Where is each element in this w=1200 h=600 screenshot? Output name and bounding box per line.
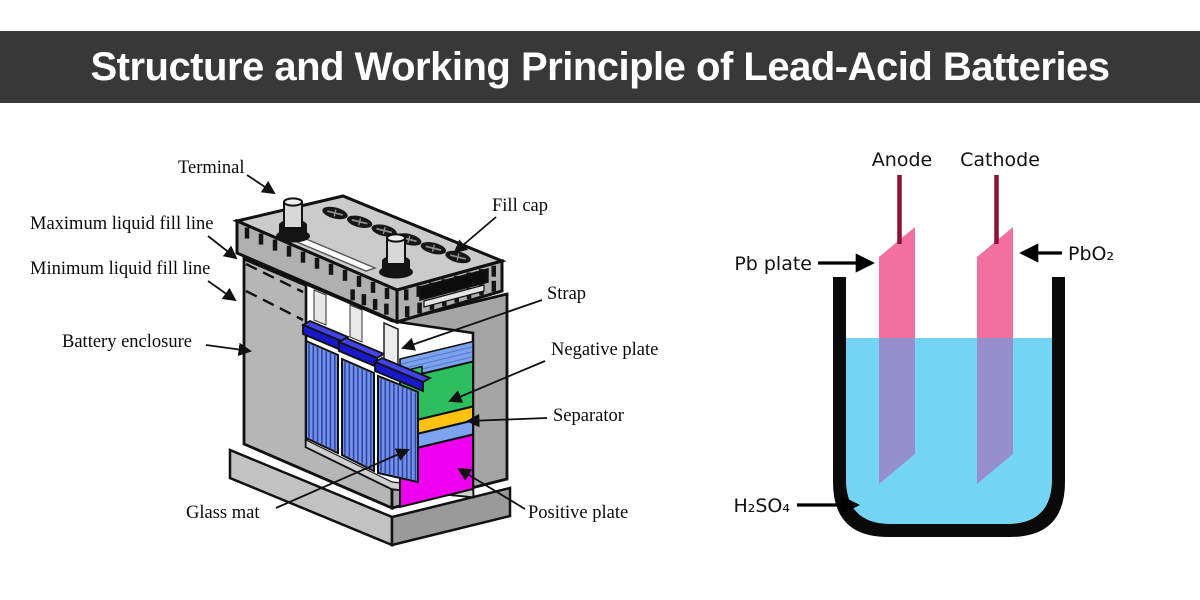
fill-cap-slot: [333, 209, 337, 217]
separator-callout: [465, 413, 548, 428]
anode-plate: [879, 227, 915, 338]
enclosure-callout: [205, 342, 253, 357]
label-min-fill: Minimum liquid fill line: [30, 259, 210, 279]
min-fill-callout: [207, 280, 237, 302]
fill-cap: [445, 250, 471, 264]
label-max-fill: Maximum liquid fill line: [30, 214, 213, 234]
label-anode: Anode: [872, 149, 932, 171]
label-positive-plate: Positive plate: [528, 503, 628, 523]
label-terminal: Terminal: [178, 158, 245, 178]
battery-lid: [232, 194, 507, 325]
battery-diagram: Terminal Maximum liquid fill line Minimu…: [30, 158, 658, 547]
fill-cap-slot: [382, 226, 386, 235]
strap-callout: [401, 299, 543, 351]
lid-handle-stripe: [423, 284, 485, 308]
strap-post: [383, 321, 399, 367]
cathode-plate: [977, 227, 1013, 338]
electrolyte-liquid: [846, 338, 1052, 524]
label-pbo2: PbO₂: [1068, 243, 1114, 265]
fill-cap-slot: [358, 218, 362, 226]
fill-cap-callout: [453, 216, 497, 254]
negative-plate-callout: [448, 360, 546, 403]
positive-plate-callout: [457, 467, 526, 510]
label-cathode: Cathode: [960, 149, 1040, 171]
terminal-top: [283, 197, 303, 207]
label-glass-mat: Glass mat: [186, 503, 260, 523]
cathode-plate-submerged: [977, 338, 1013, 484]
plate-strap-3: [374, 360, 424, 393]
label-strap: Strap: [547, 284, 586, 304]
label-enclosure: Battery enclosure: [62, 332, 192, 352]
label-h2so4: H₂SO₄: [733, 495, 790, 517]
fill-cap-slot: [407, 235, 411, 244]
interior-post-2: [349, 304, 363, 343]
terminal-post-right: [379, 233, 413, 279]
interior-post-1: [313, 289, 327, 326]
fill-cap-slot: [456, 253, 460, 261]
fill-cap: [420, 242, 447, 255]
fill-cap-slot: [431, 244, 435, 252]
max-fill-dashed-line: [245, 262, 304, 294]
fill-cap: [322, 206, 348, 220]
title-banner: Structure and Working Principle of Lead-…: [0, 31, 1200, 103]
label-fill-cap: Fill cap: [492, 196, 548, 216]
fill-caps: [322, 206, 471, 264]
anode-plate-submerged: [879, 338, 915, 484]
min-fill-dashed-line: [245, 289, 304, 322]
terminal-post-left: [276, 197, 310, 243]
label-negative-plate: Negative plate: [551, 340, 658, 360]
page-title: Structure and Working Principle of Lead-…: [90, 44, 1110, 89]
label-pb-plate: Pb plate: [734, 253, 812, 275]
cell-diagram: Anode Cathode Pb plate PbO₂ H₂SO₄: [733, 149, 1114, 537]
lid-handle-recess: [419, 268, 489, 301]
terminal-top: [386, 233, 406, 243]
glass-mat-callout: [275, 448, 410, 509]
plate-edge-line: [400, 351, 473, 370]
max-fill-callout: [207, 235, 238, 260]
fill-cap: [346, 215, 373, 228]
terminal-callout: [246, 174, 276, 195]
label-separator: Separator: [553, 406, 624, 426]
plate-edge-line: [400, 346, 473, 365]
fill-cap: [371, 224, 397, 237]
